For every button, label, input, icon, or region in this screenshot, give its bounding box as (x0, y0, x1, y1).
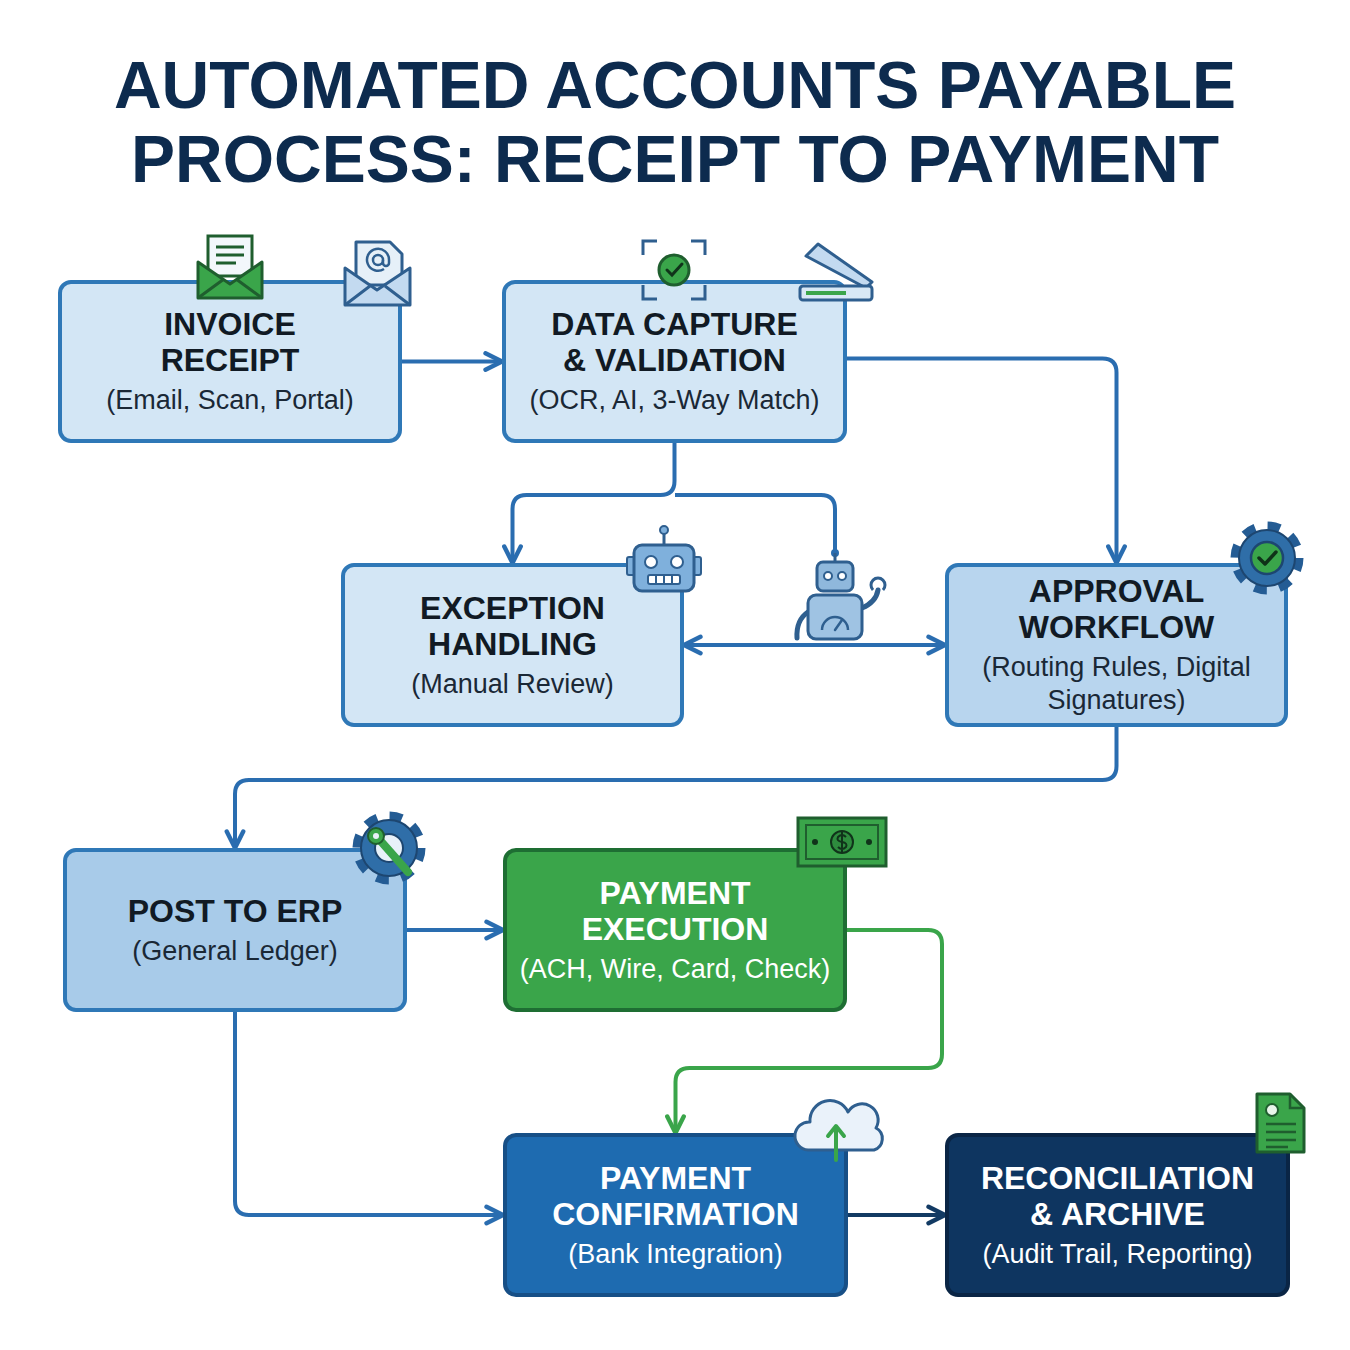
process-box: RECONCILIATION & ARCHIVE (Audit Trail, Re… (945, 1133, 1290, 1297)
process-box: POST TO ERP (General Ledger) (63, 848, 407, 1012)
step-title: PAYMENT CONFIRMATION (531, 1160, 821, 1232)
step-title: APPROVAL WORKFLOW (992, 573, 1242, 645)
step-detail: (OCR, AI, 3-Way Match) (529, 384, 819, 417)
step-title: POST TO ERP (128, 893, 343, 929)
robot-branch-line (675, 495, 835, 550)
flow-arrow (235, 727, 1117, 848)
flow-arrow (847, 359, 1117, 564)
flow-arrow (235, 1012, 503, 1215)
step-title: EXCEPTION HANDLING (388, 590, 638, 662)
flow-arrow (407, 928, 503, 932)
step-title: PAYMENT EXECUTION (550, 875, 800, 947)
step-detail: (Manual Review) (411, 668, 614, 701)
step-detail: (ACH, Wire, Card, Check) (520, 953, 831, 986)
robot-helper-icon (797, 549, 885, 639)
step-detail: (Bank Integration) (568, 1238, 783, 1271)
step-detail: (Email, Scan, Portal) (106, 384, 354, 417)
process-box: DATA CAPTURE & VALIDATION (OCR, AI, 3-Way… (502, 280, 847, 443)
process-box: EXCEPTION HANDLING (Manual Review) (341, 563, 684, 727)
flow-arrow (402, 360, 502, 364)
step-detail: (Routing Rules, Digital Signatures) (972, 651, 1262, 717)
process-box: INVOICE RECEIPT (Email, Scan, Portal) (58, 280, 402, 443)
flow-arrow (513, 443, 675, 563)
step-detail: (General Ledger) (132, 935, 338, 968)
process-box: APPROVAL WORKFLOW(Routing Rules, Digital… (945, 563, 1288, 727)
process-box: PAYMENT CONFIRMATION (Bank Integration) (503, 1133, 848, 1297)
flow-arrow (684, 643, 945, 647)
step-title: DATA CAPTURE & VALIDATION (539, 306, 811, 378)
step-title: RECONCILIATION & ARCHIVE (968, 1160, 1268, 1232)
flow-arrow (848, 1213, 945, 1217)
step-title: INVOICE RECEIPT (125, 306, 335, 378)
diagram-title: AUTOMATED ACCOUNTS PAYABLE PROCESS: RECE… (65, 48, 1285, 196)
process-box: PAYMENT EXECUTION (ACH, Wire, Card, Check… (503, 848, 847, 1012)
step-detail: (Audit Trail, Reporting) (982, 1238, 1252, 1271)
